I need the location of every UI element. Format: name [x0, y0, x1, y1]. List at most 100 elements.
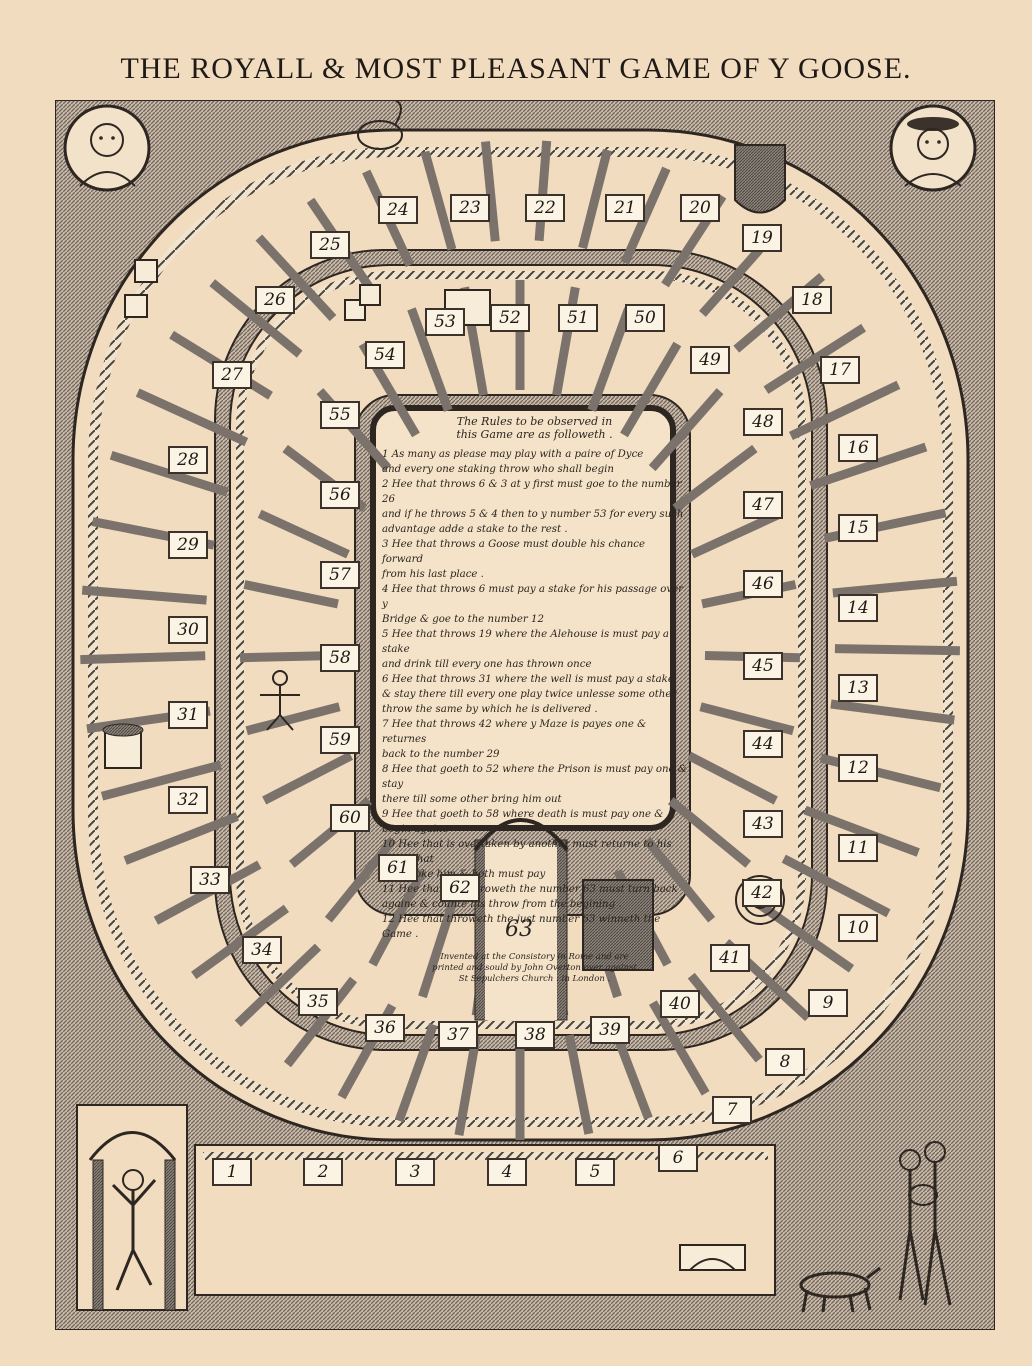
square-11: 11 [838, 834, 878, 862]
rule-line: 5 Hee that throws 19 where the Alehouse … [382, 629, 669, 655]
track-divider [257, 509, 350, 559]
square-1: 1 [212, 1158, 252, 1186]
rule-line: 8 Hee that goeth to 52 where the Prison … [382, 764, 687, 790]
track-divider [687, 972, 763, 1063]
square-55: 55 [320, 401, 360, 429]
rule-line: Bridge & goe to the number 12 [382, 614, 544, 625]
rule-line: from his last place . [382, 569, 484, 580]
start-track-rope [203, 1152, 768, 1160]
square-50: 50 [625, 304, 665, 332]
square-7: 7 [712, 1096, 752, 1124]
rules-heading-2: this Game are as followeth . [456, 428, 613, 441]
bridge-icon [679, 1244, 746, 1271]
dog-icon [799, 1266, 881, 1313]
square-20: 20 [680, 194, 720, 222]
square-47: 47 [743, 491, 783, 519]
track-divider [239, 650, 336, 663]
rule-line: & stay there till every one play twice u… [382, 689, 677, 700]
track-divider [454, 1035, 481, 1136]
rule-line: 1 As many as please may play with a pair… [382, 449, 644, 460]
track-divider [418, 892, 460, 999]
track-divider [832, 576, 958, 598]
rule-line: throw the same by which he is delivered … [382, 704, 598, 715]
square-51: 51 [558, 304, 598, 332]
square-30: 30 [168, 616, 208, 644]
arch-icon [473, 818, 569, 1021]
square-59: 59 [320, 726, 360, 754]
square-35: 35 [298, 988, 338, 1016]
track-divider [564, 1034, 594, 1135]
rule-line: 11 Hee that overthroweth the number 63 m… [382, 884, 678, 895]
rule-line: 7 Hee that throws 42 where y Maze is pay… [382, 719, 647, 745]
coat-of-arms-icon [734, 144, 786, 214]
rules-heading-1: The Rules to be observed in [456, 415, 613, 428]
track-divider [123, 812, 239, 865]
square-42: 42 [742, 879, 782, 907]
rule-line: 2 Hee that throws 6 & 3 at y first must … [382, 479, 682, 505]
rule-line: advantage adde a stake to the rest . [382, 524, 568, 535]
track-divider [480, 141, 500, 242]
rule-line: and every one staking throw who shall be… [382, 464, 614, 475]
track-divider [620, 166, 671, 265]
square-63-label: 63 [505, 917, 533, 942]
track-divider [803, 805, 920, 857]
track-divider [830, 699, 955, 725]
track-divider [672, 444, 758, 512]
square-12: 12 [838, 754, 878, 782]
track-divider [209, 279, 303, 358]
square-18: 18 [792, 286, 832, 314]
page-title: THE ROYALL & MOST PLEASANT GAME OF Y GOO… [120, 52, 912, 85]
track-divider [648, 388, 724, 472]
imprint-line-1: Invented at the Consistory in Rome and a… [440, 952, 629, 962]
square-36: 36 [365, 1014, 405, 1042]
rule-line: 6 Hee that throws 31 where the well is m… [382, 674, 674, 685]
imprint-line-2: printed and sould by John Overton over a… [432, 963, 637, 973]
rules-panel: The Rules to be observed in this Game ar… [382, 415, 687, 984]
square-27: 27 [212, 361, 252, 389]
prison-icon [582, 879, 654, 971]
track-divider [100, 760, 222, 801]
rule-line: 9 Hee that goeth to 58 where death is mu… [382, 809, 664, 835]
track-divider [245, 702, 341, 736]
track-divider [243, 580, 339, 609]
square-61: 61 [378, 854, 418, 882]
track-divider [324, 836, 397, 923]
cavalier-portrait-icon [889, 104, 977, 192]
track-divider [788, 380, 901, 440]
track-divider [262, 751, 354, 805]
track-divider [620, 341, 682, 438]
track-divider [690, 509, 783, 559]
track-divider [81, 585, 207, 605]
track-divider [255, 234, 337, 322]
square-45: 45 [743, 652, 783, 680]
square-40: 40 [660, 990, 700, 1018]
musicians-icon [898, 1141, 952, 1306]
goose-icon [357, 100, 403, 150]
square-10: 10 [838, 914, 878, 942]
square-56: 56 [320, 481, 360, 509]
square-8: 8 [765, 1048, 805, 1076]
track-divider [394, 1023, 438, 1123]
square-52: 52 [490, 304, 530, 332]
square-23: 23 [450, 194, 490, 222]
track-divider [191, 904, 290, 980]
square-57: 57 [320, 561, 360, 589]
track-divider [686, 751, 778, 805]
rules-list: 1 As many as please may play with a pair… [382, 447, 687, 942]
square-33: 33 [190, 866, 230, 894]
rule-line: 4 Hee that throws 6 must pay a stake for… [382, 584, 684, 610]
square-32: 32 [168, 786, 208, 814]
rule-line: 10 Hee that is overtaken by another must… [382, 839, 672, 865]
square-25: 25 [310, 231, 350, 259]
track-divider [407, 307, 453, 412]
square-9: 9 [808, 989, 848, 1017]
dice-icon [124, 259, 381, 321]
square-4: 4 [487, 1158, 527, 1186]
track-divider [420, 150, 457, 251]
rule-line: there till some other bring him out [382, 794, 562, 805]
square-39: 39 [590, 1016, 630, 1044]
square-38: 38 [515, 1021, 555, 1049]
square-19: 19 [742, 224, 782, 252]
square-60: 60 [330, 804, 370, 832]
track-divider [234, 943, 322, 1027]
